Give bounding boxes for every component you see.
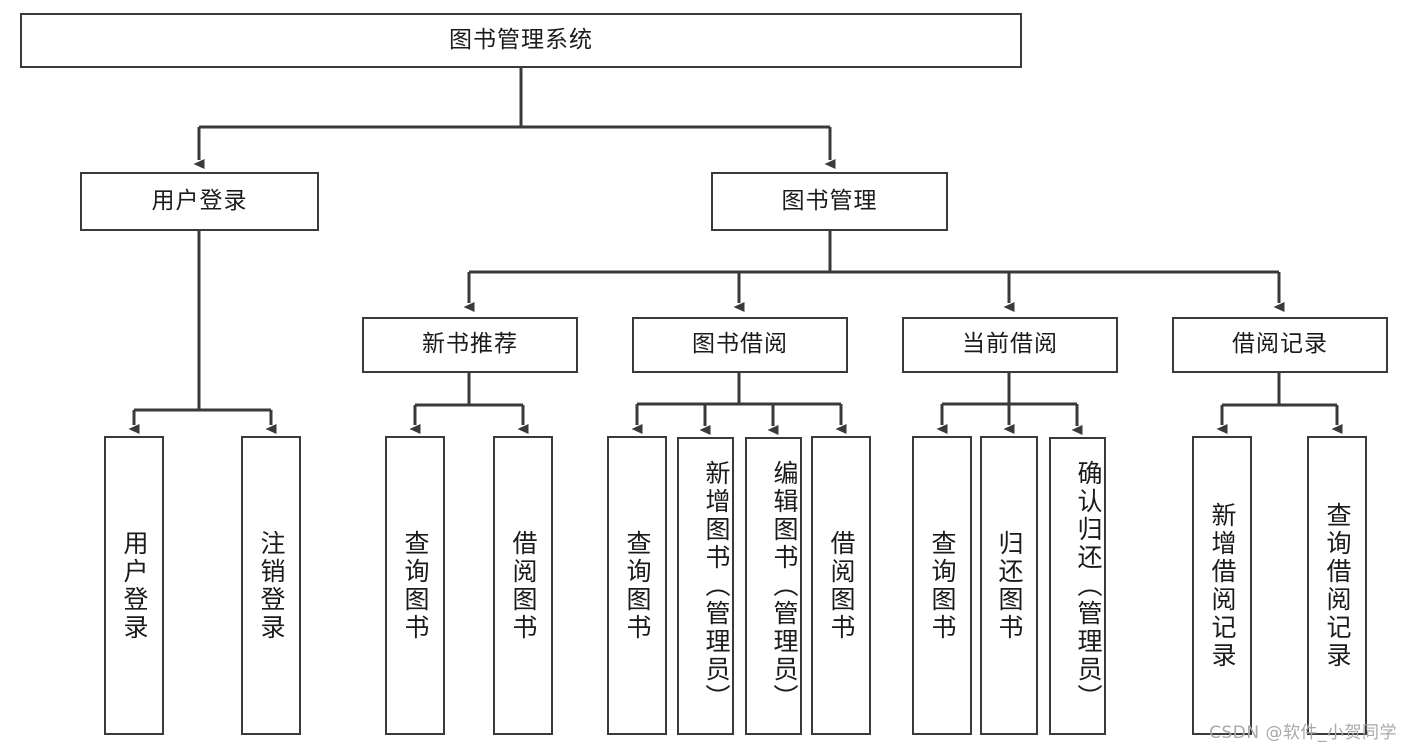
node-leaf-return-book[interactable]: 归还图书 bbox=[980, 436, 1038, 735]
node-label: 查询图书 bbox=[928, 529, 957, 642]
node-book-manage[interactable]: 图书管理 bbox=[711, 172, 948, 231]
node-leaf-user-login[interactable]: 用户登录 bbox=[104, 436, 164, 735]
node-label: 查询借阅记录 bbox=[1323, 501, 1352, 670]
node-new-book-recommend[interactable]: 新书推荐 bbox=[362, 317, 578, 373]
node-label: 新增图书（管理员） bbox=[702, 460, 731, 712]
node-leaf-borrow-book-2[interactable]: 借阅图书 bbox=[811, 436, 871, 735]
node-leaf-confirm-return[interactable]: 确认归还（管理员） bbox=[1049, 437, 1106, 735]
watermark-text: CSDN @软件_小贺同学 bbox=[1209, 723, 1397, 743]
node-label: 用户登录 bbox=[120, 529, 149, 642]
node-label: 新书推荐 bbox=[422, 331, 518, 358]
node-book-borrow[interactable]: 图书借阅 bbox=[632, 317, 848, 373]
node-leaf-add-record[interactable]: 新增借阅记录 bbox=[1192, 436, 1252, 735]
node-root[interactable]: 图书管理系统 bbox=[20, 13, 1022, 68]
node-label: 编辑图书（管理员） bbox=[770, 460, 799, 712]
node-current-borrow[interactable]: 当前借阅 bbox=[902, 317, 1118, 373]
node-leaf-query-book-1[interactable]: 查询图书 bbox=[385, 436, 445, 735]
node-label: 借阅图书 bbox=[827, 529, 856, 642]
node-leaf-add-book[interactable]: 新增图书（管理员） bbox=[677, 437, 734, 735]
node-label: 新增借阅记录 bbox=[1208, 501, 1237, 670]
node-leaf-query-book-3[interactable]: 查询图书 bbox=[912, 436, 972, 735]
node-label: 用户登录 bbox=[151, 187, 248, 214]
node-label: 图书管理系统 bbox=[449, 26, 593, 53]
node-label: 注销登录 bbox=[257, 529, 286, 642]
node-label: 查询图书 bbox=[401, 529, 430, 642]
node-label: 图书管理 bbox=[781, 187, 878, 214]
node-leaf-query-record[interactable]: 查询借阅记录 bbox=[1307, 436, 1367, 735]
node-label: 借阅记录 bbox=[1232, 331, 1328, 358]
node-leaf-borrow-book-1[interactable]: 借阅图书 bbox=[493, 436, 553, 735]
node-label: 确认归还（管理员） bbox=[1074, 460, 1103, 712]
node-label: 图书借阅 bbox=[692, 331, 788, 358]
node-leaf-query-book-2[interactable]: 查询图书 bbox=[607, 436, 667, 735]
node-label: 归还图书 bbox=[995, 529, 1024, 642]
node-user-login[interactable]: 用户登录 bbox=[80, 172, 319, 231]
node-label: 查询图书 bbox=[623, 529, 652, 642]
node-label: 当前借阅 bbox=[962, 331, 1058, 358]
node-borrow-record[interactable]: 借阅记录 bbox=[1172, 317, 1388, 373]
node-label: 借阅图书 bbox=[509, 529, 538, 642]
node-leaf-user-logout[interactable]: 注销登录 bbox=[241, 436, 301, 735]
node-leaf-edit-book[interactable]: 编辑图书（管理员） bbox=[745, 437, 802, 735]
